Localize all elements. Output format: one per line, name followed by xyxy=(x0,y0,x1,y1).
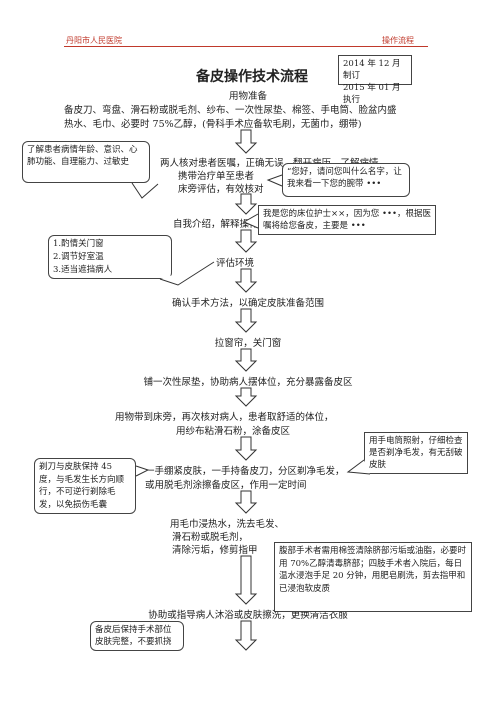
arrow-11 xyxy=(234,620,258,651)
step-check-line3: 床旁评估，有效核对 xyxy=(178,184,264,195)
arrow-10 xyxy=(234,555,258,605)
note-assess-patient: 了解患者病情年龄、意识、心肺功能、自理能力、过敏史 xyxy=(22,141,150,183)
header-rule xyxy=(64,46,428,47)
pointer-ask-name xyxy=(266,174,283,187)
date-box: 2014 年 12 月制订 2015 年 01 月执行 xyxy=(338,55,412,105)
pointer-flashlight xyxy=(346,459,371,475)
date-effective: 2015 年 01 月执行 xyxy=(343,83,401,105)
arrow-5 xyxy=(234,308,258,333)
arrow-7 xyxy=(234,387,258,407)
step-prep-title: 用物准备 xyxy=(228,91,267,102)
step-wash-line3: 清除污垢，修剪指甲 xyxy=(172,545,258,556)
note-flashlight: 用手电筒照射，仔细检查是否剃净毛发，有无刮破皮肤 xyxy=(364,432,468,474)
arrow-3 xyxy=(234,229,258,253)
step-wash-line1: 用毛巾浸热水，洗去毛发、 xyxy=(170,519,285,530)
note-environment: 1.酌情关门窗 2.调节好室温 3.适当遮挡病人 xyxy=(48,235,172,279)
note-nurse-intro: 我是您的床位护士××，因为您 •••，根据医嘱将给您备皮，主要是 ••• xyxy=(258,205,436,235)
step-confirm-area: 确认手术方法，以确定皮肤准备范围 xyxy=(171,298,324,309)
note-abdominal: 腹部手术者需用棉签清除脐部污垢或油脂，必要时用 70%乙醇清毒脐部；四肢手术者入… xyxy=(274,542,472,612)
note-after: 备皮后保持手术部位皮肤完整，不要抓挠 xyxy=(90,621,184,651)
note-ask-name: “您好，请问您叫什么名字，让我来看一下您的腕带 ••• xyxy=(282,163,410,197)
step-position: 铺一次性尿垫，协助病人摆体位，充分暴露备皮区 xyxy=(143,377,353,388)
step-bath: 协助或指导病人沐浴或皮肤擦洗，更换清洁衣服 xyxy=(148,610,348,621)
step-assess-env: 评估环境 xyxy=(216,258,255,269)
step-bedside-line2: 用纱布粘滑石粉，涂备皮区 xyxy=(176,426,291,437)
step-check-line2: 携带治疗单至患者 xyxy=(178,171,255,182)
header-doc-type: 操作流程 xyxy=(382,36,414,45)
note-env-3: 3.适当遮挡病人 xyxy=(53,265,113,275)
pointer-assess-patient xyxy=(131,182,159,199)
note-razor-angle: 剃刀与皮肤保持 45 度，与毛发生长方向顺行，不可逆行剃除毛发，以免损伤毛囊 xyxy=(34,458,136,514)
arrow-9 xyxy=(234,490,258,514)
arrow-4 xyxy=(234,268,258,293)
step-introduce: 自我介绍，解释操作 xyxy=(173,219,259,230)
step-curtain: 拉窗帘，关门窗 xyxy=(214,338,282,349)
step-check-line1: 两人核对患者医嘱，正确无误，翻开病历，了解病情 xyxy=(160,158,379,169)
step-prep-line1: 备皮刀、弯盘、滑石粉或脱毛剂、纱布、一次性尿垫、棉签、手电筒、脸盆内盛 xyxy=(64,105,397,116)
arrow-1 xyxy=(234,129,258,154)
arrow-2 xyxy=(234,193,258,215)
step-wash-line2: 滑石粉或脱毛剂， xyxy=(172,532,249,543)
note-env-2: 2.调节好室温 xyxy=(53,252,104,262)
header-hospital: 丹阳市人民医院 xyxy=(66,36,122,45)
step-bedside-line1: 用物带到床旁，再次核对病人，患者取舒适的体位， xyxy=(115,412,334,423)
pointer-razor-angle xyxy=(135,465,150,477)
note-env-1: 1.酌情关门窗 xyxy=(53,239,104,249)
arrow-8 xyxy=(234,436,258,461)
pointer-environment xyxy=(159,261,215,286)
step-shave-line2: 或用脱毛剂涂擦备皮区，作用一定时间 xyxy=(145,480,307,491)
page-title: 备皮操作技术流程 xyxy=(196,69,308,85)
step-shave-line1: 一手绷紧皮肤，一手持备皮刀，分区剃净毛发， xyxy=(145,466,345,477)
date-made: 2014 年 12 月制订 xyxy=(343,59,401,81)
step-prep-line2: 热水、毛巾、必要时 75%乙醇，(骨科手术应备软毛刷，无菌巾，绷带) xyxy=(64,119,362,130)
arrow-6 xyxy=(234,348,258,372)
pointer-nurse-intro xyxy=(242,213,259,229)
